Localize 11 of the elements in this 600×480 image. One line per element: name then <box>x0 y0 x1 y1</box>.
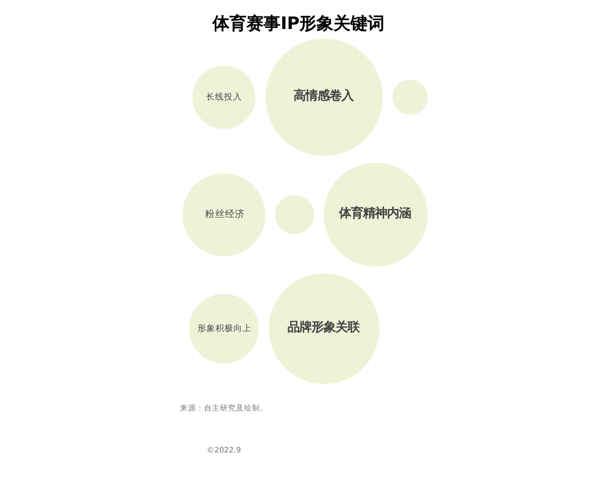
label: 来源：自主研究及绘制。 <box>180 403 268 412</box>
node-circle: 粉丝经济 <box>182 173 266 256</box>
node-circle <box>392 80 428 115</box>
node-circle <box>274 195 314 234</box>
node-circle: 体育精神内涵 <box>324 162 428 267</box>
label: ©2022.9 <box>206 445 242 454</box>
node-circle: 品牌形象关联 <box>268 273 380 384</box>
node-circle: 形象积极向上 <box>189 294 259 364</box>
diagram-title: 体育赛事IP形象关键词 <box>212 14 385 34</box>
node-circle: 长线投入 <box>192 66 256 129</box>
node-circle: 高情感卷入 <box>265 38 383 156</box>
